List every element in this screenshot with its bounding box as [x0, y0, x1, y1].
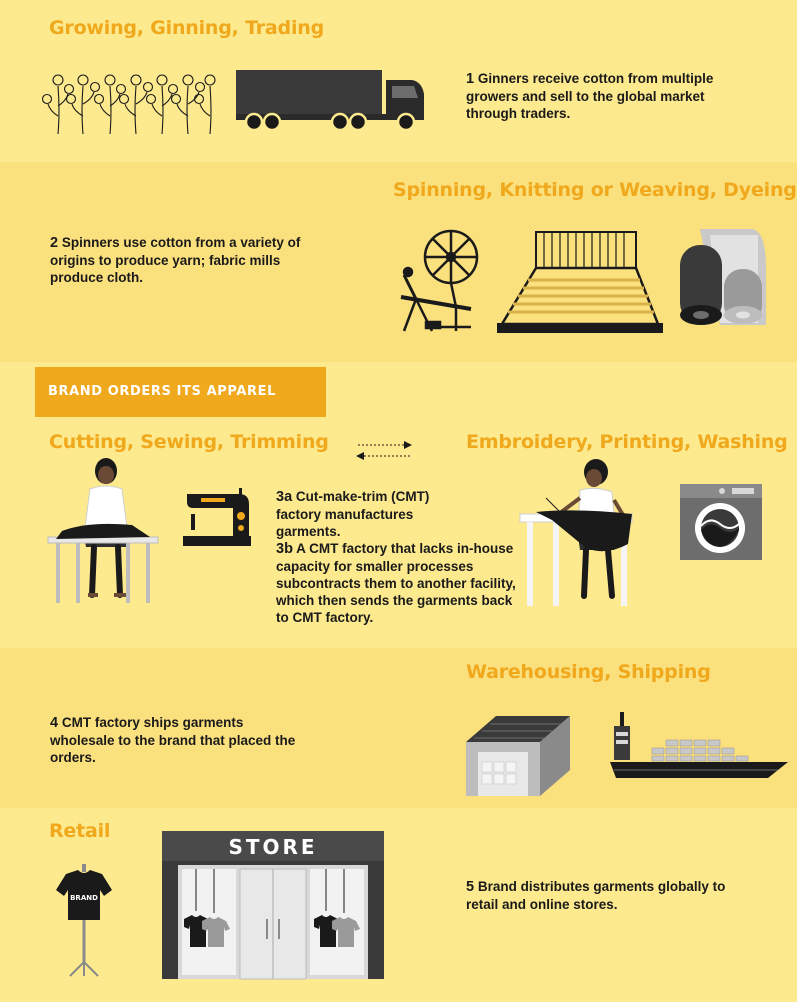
store-sign: STORE	[228, 835, 317, 859]
warehouse-icon	[466, 716, 570, 796]
cutting-worker-icon	[47, 458, 159, 603]
step-2-caption: 2 Spinners use cotton from a variety of …	[50, 234, 320, 286]
spinning-wheel-icon	[400, 229, 479, 332]
section-retail-background	[0, 808, 797, 1002]
step-4-text: CMT factory ships garments wholesale to …	[50, 715, 296, 765]
section-heading-cutting: Cutting, Sewing, Trimming	[49, 431, 329, 453]
step-5-text: Brand distributes garments globally to r…	[466, 879, 726, 912]
two-way-arrows-icon	[356, 441, 412, 460]
truck-icon	[236, 70, 424, 132]
step-3a-number: 3a	[276, 489, 293, 505]
cargo-ship-icon	[610, 712, 788, 778]
step-1-text: Ginners receive cotton from multiple gro…	[466, 71, 714, 121]
step-2-text: Spinners use cotton from a variety of or…	[50, 235, 301, 285]
step-3a-caption: 3a Cut-make-trim (CMT) factory manufactu…	[276, 488, 476, 540]
brand-orders-banner: BRAND ORDERS ITS APPAREL	[35, 367, 326, 417]
mannequin-icon: BRAND	[56, 864, 112, 977]
section-heading-growing: Growing, Ginning, Trading	[49, 17, 324, 39]
section-spinning-background	[0, 162, 797, 362]
step-5-number: 5	[466, 879, 475, 895]
section-heading-retail: Retail	[49, 820, 111, 842]
fabric-rolls-icon	[680, 229, 766, 325]
step-2-number: 2	[50, 235, 59, 251]
step-1-number: 1	[466, 71, 475, 87]
washing-machine-icon	[680, 484, 762, 560]
step-5-caption: 5 Brand distributes garments globally to…	[466, 878, 736, 913]
step-3b-number: 3b	[276, 541, 293, 557]
section-heading-warehousing: Warehousing, Shipping	[466, 661, 711, 683]
step-3a-text: Cut-make-trim (CMT) factory manufactures…	[276, 489, 430, 539]
cotton-plants-icon	[41, 74, 216, 135]
storefront-icon: STORE	[162, 831, 384, 980]
step-1-caption: 1 Ginners receive cotton from multiple g…	[466, 70, 746, 122]
shirt-brand-text: BRAND	[70, 894, 98, 902]
step-3b-caption: 3b A CMT factory that lacks in-house cap…	[276, 540, 526, 626]
sewing-machine-icon	[183, 488, 251, 546]
embroidery-worker-icon	[519, 459, 633, 606]
step-4-number: 4	[50, 715, 59, 731]
step-3b-text: A CMT factory that lacks in-house capaci…	[276, 541, 516, 625]
section-heading-embroidery: Embroidery, Printing, Washing	[466, 431, 788, 453]
step-4-caption: 4 CMT factory ships garments wholesale t…	[50, 714, 310, 766]
section-heading-spinning: Spinning, Knitting or Weaving, Dyeing	[393, 179, 797, 201]
loom-icon	[497, 231, 663, 333]
section-warehousing-background	[0, 648, 797, 808]
